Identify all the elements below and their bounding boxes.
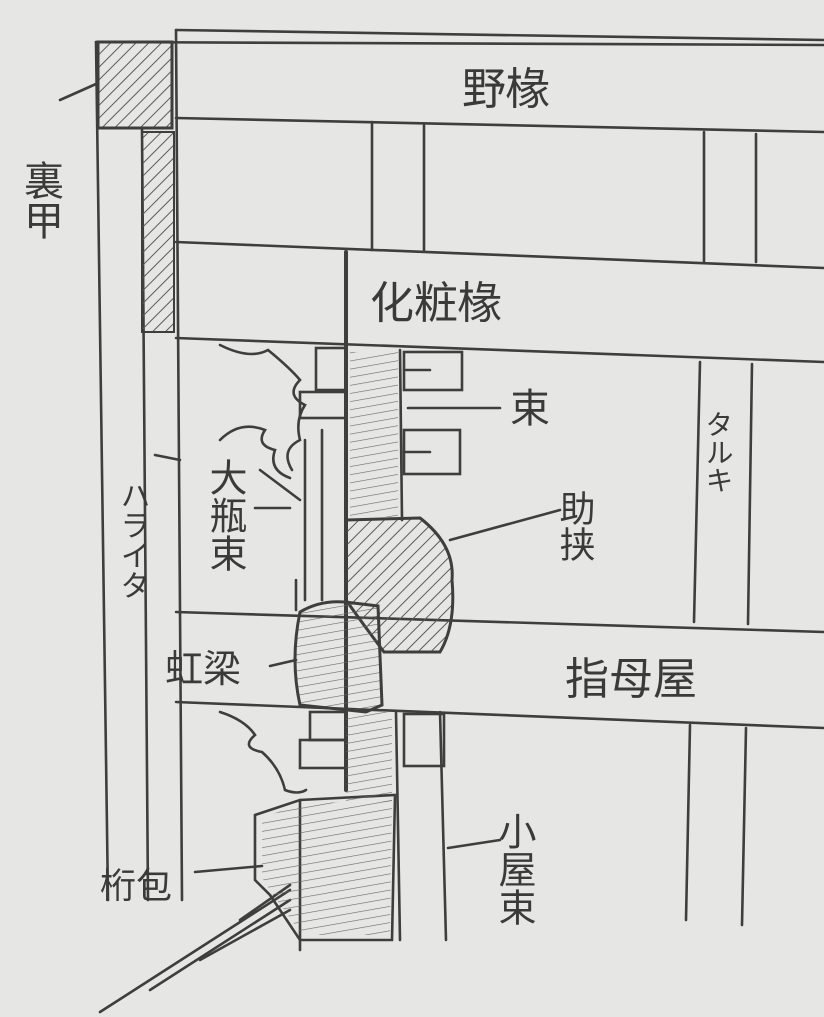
kohai-block — [293, 600, 384, 714]
tabasami-arrow — [448, 508, 562, 542]
center-post-grain — [350, 352, 398, 517]
left-edge-line — [94, 40, 110, 902]
label-taruki-right: タルキ — [702, 410, 735, 494]
kesho-daruki-bottom-line — [174, 336, 824, 364]
label-nodaruki: 野椽 — [462, 64, 550, 115]
kesho-daruki-top-line — [174, 240, 824, 270]
ura-ko-block — [96, 40, 174, 130]
label-haraita: ハライタ — [115, 480, 150, 600]
label-ura-ko: 裏甲 — [17, 160, 63, 240]
label-masatsutsumi: 桁包 — [100, 866, 172, 907]
moya-top-line — [174, 610, 824, 634]
label-tabasami: 助挟 — [554, 490, 595, 562]
label-kesho-daruki: 化粧椽 — [370, 278, 502, 329]
label-moya: 指母屋 — [565, 654, 697, 705]
nodaruki-bottom-line — [174, 116, 824, 134]
label-kohai: 虹梁 — [165, 647, 241, 691]
masatsutsumi-block — [262, 800, 392, 935]
label-koyazuka: 小屋束 — [492, 812, 536, 926]
ura-ko-strip — [141, 131, 175, 333]
label-tsuka: 束 — [510, 386, 550, 432]
haraita-outer-line — [174, 28, 184, 902]
label-taihei-tsuka: 大瓶束 — [203, 458, 247, 572]
moya-bottom-line — [174, 700, 824, 730]
nodaruki-top-line — [94, 40, 824, 47]
